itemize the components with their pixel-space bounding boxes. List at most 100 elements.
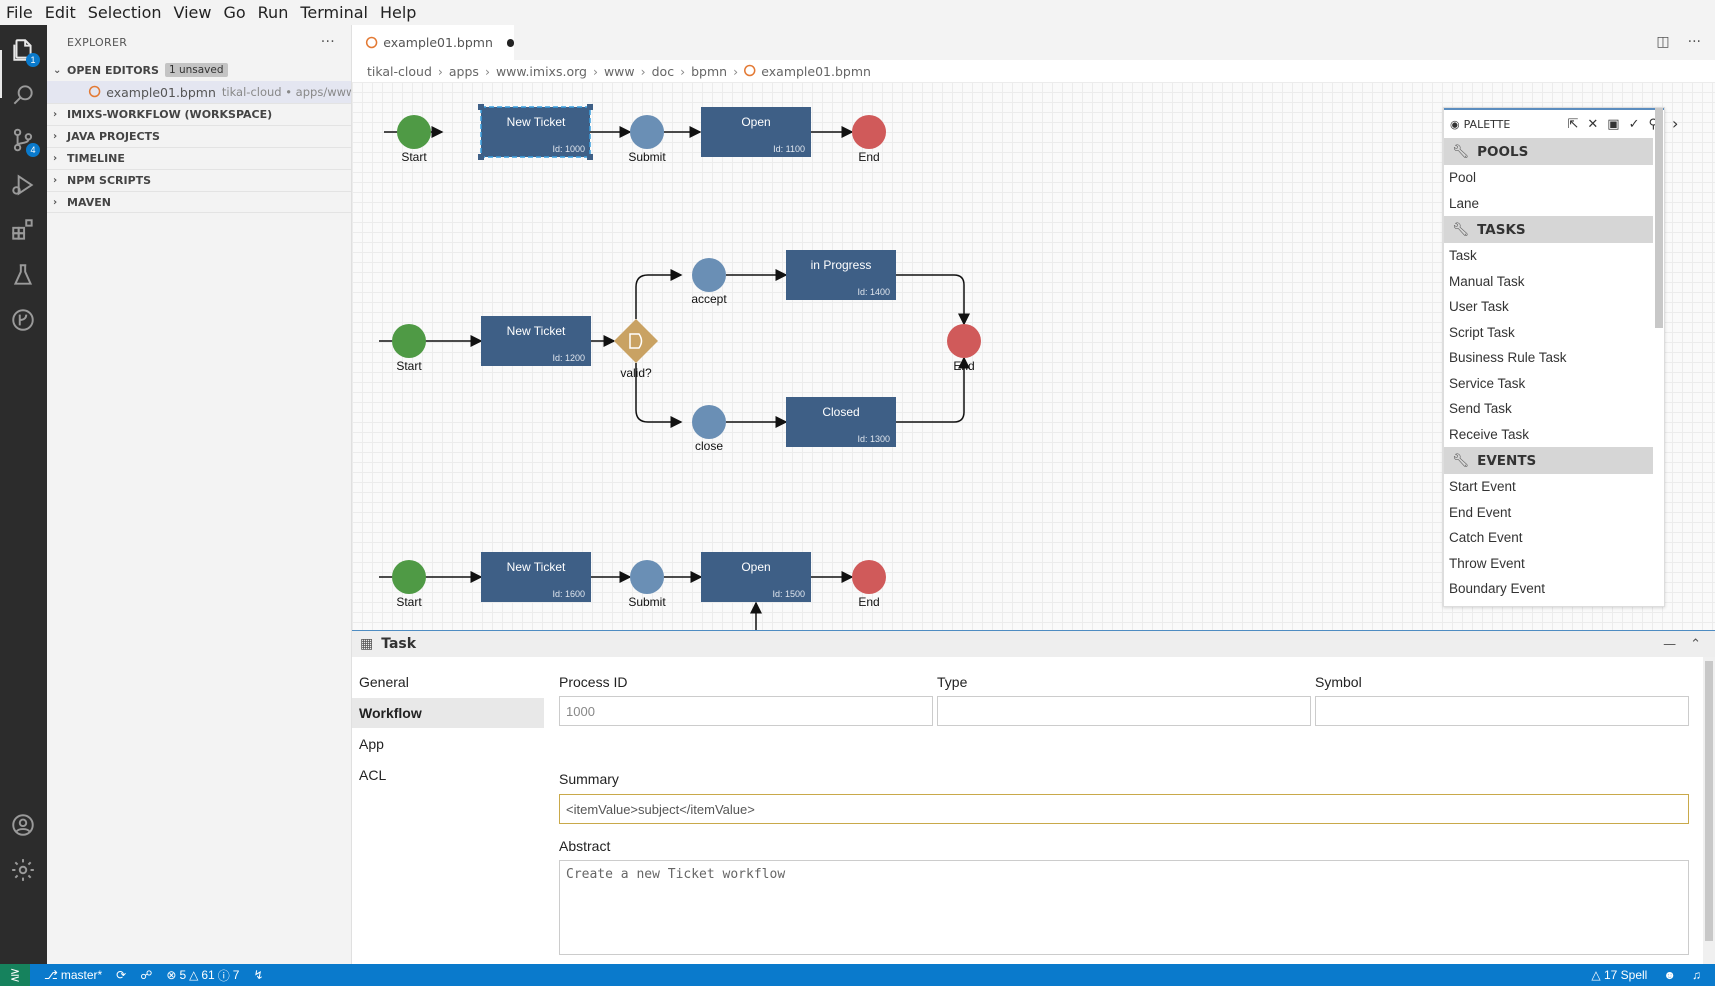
resize-handle[interactable] xyxy=(587,104,593,110)
abstract-textarea[interactable]: Create a new Ticket workflow xyxy=(559,860,1689,955)
delete-icon[interactable]: ✕ xyxy=(1587,116,1599,132)
lightning-icon[interactable]: ↯ xyxy=(253,968,264,982)
git-graph-icon[interactable] xyxy=(8,305,38,335)
chevron-right-icon[interactable]: › xyxy=(1672,114,1679,133)
validate-icon[interactable]: ✓ xyxy=(1628,116,1640,132)
task-in-progress[interactable] xyxy=(786,250,896,300)
minimize-icon[interactable]: — xyxy=(1663,636,1677,652)
more-actions-icon[interactable]: ··· xyxy=(1687,34,1701,50)
maven-section[interactable]: ›MAVEN xyxy=(47,191,351,213)
tab-example01[interactable]: ⭕︎ example01.bpmn xyxy=(352,25,514,60)
notifications-bell-icon[interactable]: ♫ xyxy=(1692,968,1701,982)
nav-acl[interactable]: ACL xyxy=(359,767,387,783)
unsaved-dot-icon[interactable] xyxy=(506,38,514,47)
type-input[interactable] xyxy=(937,696,1311,726)
search-icon[interactable]: ⚲ xyxy=(1648,116,1658,132)
settings-gear-icon[interactable] xyxy=(8,855,38,885)
select-pointer-icon[interactable]: ⇱ xyxy=(1567,116,1579,132)
remote-icon[interactable]: ⋛ xyxy=(0,964,30,986)
breadcrumb-item[interactable]: www.imixs.org xyxy=(495,63,587,79)
feedback-icon[interactable]: ☻ xyxy=(1663,968,1676,982)
palette-item-script-task[interactable]: Script Task xyxy=(1449,324,1515,340)
resize-handle[interactable] xyxy=(478,154,484,160)
task-new-ticket[interactable] xyxy=(481,316,591,366)
extensions-icon[interactable] xyxy=(8,215,38,245)
nav-app[interactable]: App xyxy=(359,736,384,752)
task-new-ticket[interactable] xyxy=(481,552,591,602)
palette-item-boundary-event[interactable]: Boundary Event xyxy=(1449,581,1546,597)
task-closed[interactable] xyxy=(786,397,896,447)
resize-handle[interactable] xyxy=(587,154,593,160)
menu-edit[interactable]: Edit xyxy=(44,3,76,22)
menu-view[interactable]: View xyxy=(173,3,212,22)
start-event[interactable] xyxy=(397,115,431,149)
breadcrumb-item[interactable]: www xyxy=(603,63,635,79)
task-new-ticket[interactable] xyxy=(481,107,590,157)
open-editor-item[interactable]: ⭕︎ example01.bpmn tikal-cloud • apps/www… xyxy=(47,81,351,103)
search-icon[interactable] xyxy=(8,80,38,110)
catch-event-close[interactable] xyxy=(692,405,726,439)
source-control-icon[interactable]: 4 xyxy=(8,125,40,157)
explorer-icon[interactable]: 1 xyxy=(8,35,40,67)
task-open[interactable] xyxy=(701,552,811,602)
catch-event-submit[interactable] xyxy=(630,115,664,149)
menu-run[interactable]: Run xyxy=(257,3,289,22)
menu-help[interactable]: Help xyxy=(379,3,417,22)
palette-item-service-task[interactable]: Service Task xyxy=(1449,375,1526,391)
java-projects-section[interactable]: ›JAVA PROJECTS xyxy=(47,125,351,147)
chevron-up-icon[interactable]: ⌃ xyxy=(1690,636,1701,652)
menu-selection[interactable]: Selection xyxy=(87,3,162,22)
palette-scrollbar[interactable] xyxy=(1655,108,1663,328)
menu-go[interactable]: Go xyxy=(223,3,246,22)
sequence-flow[interactable] xyxy=(896,274,970,326)
start-event[interactable] xyxy=(392,560,426,594)
npm-scripts-section[interactable]: ›NPM SCRIPTS xyxy=(47,169,351,191)
end-event[interactable] xyxy=(852,560,886,594)
timeline-section[interactable]: ›TIMELINE xyxy=(47,147,351,169)
start-event[interactable] xyxy=(392,324,426,358)
palette-item-lane[interactable]: Lane xyxy=(1449,195,1480,211)
spell-status[interactable]: △ 17 Spell xyxy=(1591,968,1647,982)
palette-item-task[interactable]: Task xyxy=(1449,248,1477,264)
sequence-flow[interactable] xyxy=(635,363,683,428)
breadcrumb-item[interactable]: tikal-cloud xyxy=(367,63,432,79)
summary-input[interactable]: <itemValue>subject</itemValue> xyxy=(559,794,1689,824)
sequence-flow[interactable] xyxy=(896,356,970,423)
fit-to-screen-icon[interactable]: ▣ xyxy=(1607,116,1620,132)
testing-icon[interactable] xyxy=(8,260,38,290)
palette-item-business-rule-task[interactable]: Business Rule Task xyxy=(1449,350,1567,366)
sequence-flow[interactable] xyxy=(635,269,683,319)
workspace-section[interactable]: ›IMIXS-WORKFLOW (WORKSPACE) xyxy=(47,103,351,125)
palette-item-user-task[interactable]: User Task xyxy=(1449,299,1509,315)
branch-status[interactable]: ⎇ master* xyxy=(44,968,102,982)
resize-handle[interactable] xyxy=(478,104,484,110)
palette-group-pools[interactable]: 🔧︎POOLS xyxy=(1444,138,1653,165)
palette-item-catch-event[interactable]: Catch Event xyxy=(1449,530,1523,546)
scrollbar-thumb[interactable] xyxy=(1705,661,1713,941)
palette-group-tasks[interactable]: 🔧︎TASKS xyxy=(1444,216,1653,243)
run-debug-icon[interactable] xyxy=(8,170,38,200)
catch-event-accept[interactable] xyxy=(692,258,726,292)
sync-icon[interactable]: ⟳ xyxy=(116,968,127,982)
gateway-valid[interactable] xyxy=(614,319,658,363)
palette-item-throw-event[interactable]: Throw Event xyxy=(1449,555,1525,571)
more-actions-icon[interactable]: ··· xyxy=(320,34,335,50)
palette-item-pool[interactable]: Pool xyxy=(1449,170,1477,186)
open-editors-section[interactable]: ⌄ OPEN EDITORS 1 unsaved xyxy=(47,59,351,81)
task-open[interactable] xyxy=(701,107,811,157)
catch-event-submit[interactable] xyxy=(630,560,664,594)
account-icon[interactable] xyxy=(8,810,38,840)
split-editor-icon[interactable]: ◫ xyxy=(1656,34,1670,50)
breadcrumb-item[interactable]: bpmn xyxy=(691,63,728,79)
palette-item-manual-task[interactable]: Manual Task xyxy=(1449,273,1525,289)
palette-item-receive-task[interactable]: Receive Task xyxy=(1449,426,1530,442)
panel-scrollbar[interactable] xyxy=(1703,657,1715,965)
symbol-input[interactable] xyxy=(1315,696,1689,726)
breadcrumb-item[interactable]: doc xyxy=(651,63,675,79)
process-id-input[interactable]: 1000 xyxy=(559,696,933,726)
menu-file[interactable]: File xyxy=(6,3,33,22)
end-event[interactable] xyxy=(852,115,886,149)
palette-group-events[interactable]: 🔧︎EVENTS xyxy=(1444,447,1653,474)
nav-workflow[interactable]: Workflow xyxy=(352,698,544,728)
